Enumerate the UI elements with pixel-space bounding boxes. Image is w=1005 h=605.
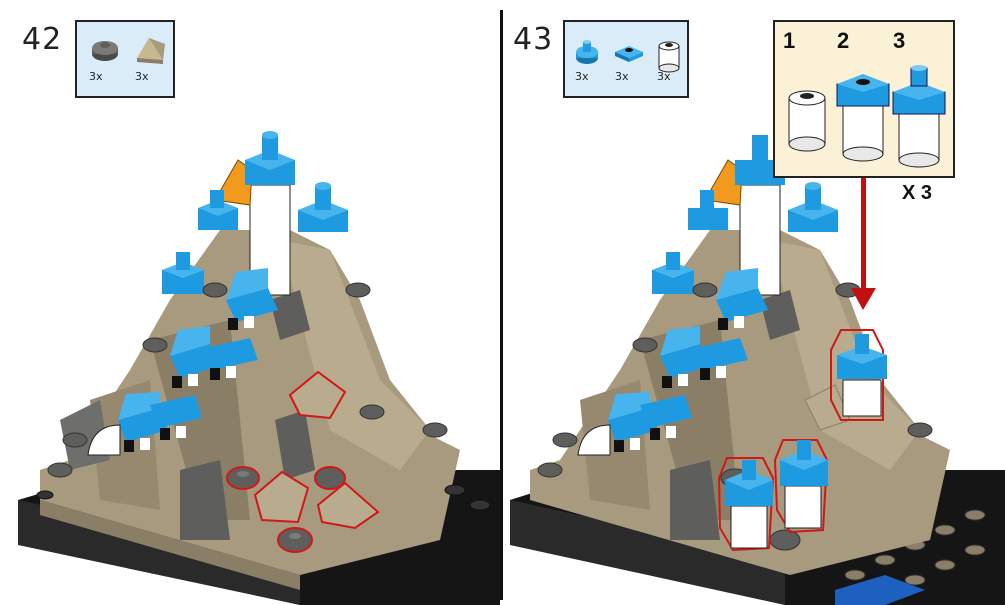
step-43-panel: 43 3x 3x 3x <box>505 0 1005 605</box>
new-part-highlight <box>226 370 380 553</box>
blue-square-plate-icon <box>615 46 643 62</box>
tan-slope-icon <box>137 38 165 64</box>
blue-slope-window <box>640 395 692 440</box>
blue-round-plate-icon <box>576 40 598 64</box>
subassembly-multiplier: X 3 <box>902 182 933 204</box>
subassembly-step-number: 1 <box>783 28 796 53</box>
blue-slope-window <box>205 338 258 380</box>
blue-slope-window <box>226 268 278 330</box>
blue-slope-window <box>150 395 202 440</box>
dark-gray-round-plate-icon <box>92 41 118 61</box>
parts-icons <box>92 38 165 64</box>
blue-round-plate <box>788 182 838 232</box>
model-render <box>510 135 1005 605</box>
blue-slope-window <box>695 338 748 380</box>
step-number: 43 <box>513 22 554 57</box>
subassembly-step-number: 3 <box>893 28 906 53</box>
part-count: 3x <box>89 70 103 83</box>
parts-list: 3x 3x 3x <box>563 20 689 98</box>
part-count: 3x <box>615 70 629 83</box>
blue-round-plate <box>688 190 728 230</box>
model-render <box>18 131 500 605</box>
blue-round-plate <box>162 252 204 294</box>
parts-list: 3x 3x <box>75 20 175 98</box>
assembled-tower-highlight <box>773 439 829 534</box>
subassembly-diagram <box>788 65 946 168</box>
white-round-brick-icon <box>788 90 826 152</box>
blue-round-plate <box>198 190 238 230</box>
parts-icons <box>576 40 680 73</box>
subassembly-step-number: 2 <box>837 28 850 53</box>
part-count: 3x <box>657 70 671 83</box>
step-number: 42 <box>22 22 63 57</box>
blue-round-plate <box>652 252 694 294</box>
white-brick-with-blue-plate-icon <box>836 74 890 162</box>
placement-arrow <box>851 178 876 310</box>
complete-tower-icon <box>892 65 946 168</box>
blue-round-plate <box>298 182 348 232</box>
part-count: 3x <box>575 70 589 83</box>
blue-slope-window <box>716 268 768 330</box>
assembled-tower-highlight <box>717 457 775 552</box>
blue-round-plate <box>245 131 295 185</box>
step-42-panel: 42 3x 3x <box>0 0 500 605</box>
assembled-tower-highlight <box>830 329 887 421</box>
water <box>835 575 925 605</box>
part-count: 3x <box>135 70 149 83</box>
subassembly-callout: 1 2 3 <box>773 20 955 178</box>
panel-divider <box>500 10 503 600</box>
white-round-brick-icon <box>658 41 680 73</box>
